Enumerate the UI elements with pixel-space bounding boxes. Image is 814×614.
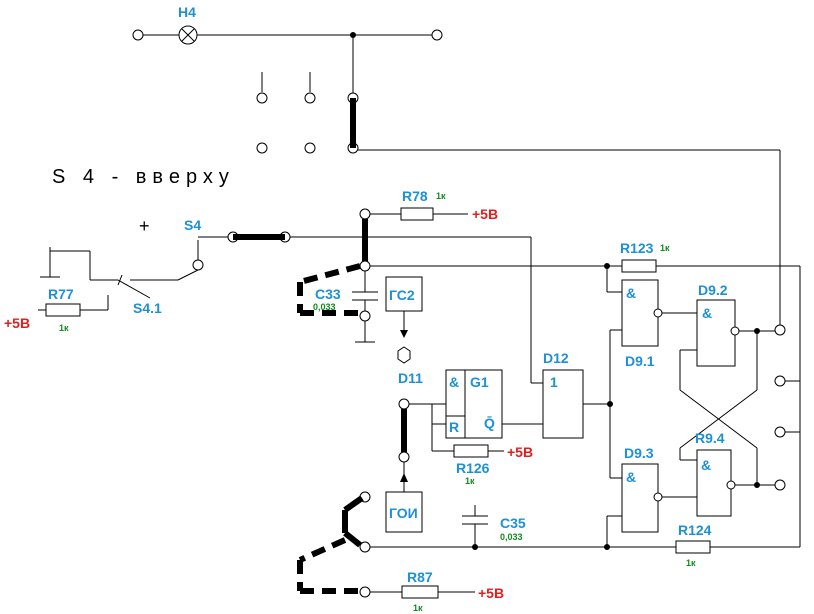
r77-label: R77 [48, 286, 74, 302]
s4-label: S4 [184, 217, 201, 233]
s41-label: S4.1 [133, 300, 162, 316]
goi-label: ГОИ [389, 505, 418, 521]
terminal [431, 29, 443, 41]
r77-value: 1к [59, 323, 69, 333]
r124-resistor: R124 1к [675, 522, 800, 568]
r78-resistor: R78 1к +5В [359, 188, 498, 222]
r78-value: 1к [436, 191, 446, 201]
s41-switch: S4.1 [40, 247, 199, 316]
switch-contacts [256, 72, 781, 325]
lower-jumper [297, 495, 371, 598]
goi-generator: ГОИ [385, 462, 423, 533]
gs2-label: ГС2 [389, 287, 415, 303]
d92-label: D9.2 [698, 282, 728, 298]
h4-label: H4 [178, 4, 196, 20]
r78-power: +5В [472, 206, 498, 222]
c33-capacitor: C33 0,033 [297, 219, 800, 343]
c35-value: 0,033 [500, 532, 523, 542]
r78-label: R78 [402, 188, 428, 204]
plus-sign: + [139, 216, 150, 236]
d11-trigger: D11 & G1 R Q̄ +5В R126 1к [398, 369, 543, 486]
r124-label: R124 [678, 522, 712, 538]
r94-label: R9.4 [695, 430, 725, 446]
r126-label: R126 [456, 460, 490, 476]
r87-power: +5В [478, 585, 504, 601]
d91-gate: & D9.1 [609, 279, 697, 478]
r126-power: +5В [507, 444, 533, 460]
lamp-icon [178, 25, 198, 45]
d12-gate: D12 1 [531, 350, 613, 439]
gs2-generator: ГС2 [385, 276, 423, 364]
c35-label: C35 [500, 515, 526, 531]
d92-gate: D9.2 & [679, 282, 786, 390]
r94-gate: R9.4 & [680, 430, 786, 517]
r87-resistor: R87 1к +5В [370, 569, 504, 613]
r123-label: R123 [620, 240, 654, 256]
r77-power: +5В [4, 315, 30, 331]
right-terminals [774, 375, 800, 438]
g1-label: G1 [470, 374, 489, 390]
d11-label: D11 [398, 370, 423, 386]
lamp-h4-circuit: H4 [132, 4, 443, 95]
r87-value: 1к [413, 603, 423, 613]
cross-coupling [679, 331, 758, 460]
d12-label: D12 [543, 350, 569, 366]
note-text: S 4 - вверху [52, 166, 235, 188]
d91-label: D9.1 [625, 353, 655, 369]
d12-one: 1 [550, 374, 558, 390]
r123-resistor: R123 1к [604, 240, 801, 547]
d11-r: R [449, 419, 459, 435]
r126-value: 1к [465, 476, 475, 486]
d11-and: & [449, 374, 459, 390]
r123-value: 1к [660, 243, 670, 253]
r124-value: 1к [686, 558, 696, 568]
c33-value: 0,033 [313, 302, 336, 312]
d11-q: Q̄ [484, 414, 495, 431]
d93-label: D9.3 [624, 445, 654, 461]
s4-switch: S4 [184, 217, 532, 383]
r87-label: R87 [407, 569, 433, 585]
r77-resistor: R77 1к +5В [4, 286, 109, 333]
d93-and: & [626, 469, 636, 485]
terminal [132, 29, 144, 41]
c33-label: C33 [315, 286, 341, 302]
d91-and: & [626, 285, 636, 301]
r94-and: & [701, 457, 711, 473]
d93-gate: D9.3 & [606, 445, 697, 547]
d92-and: & [702, 305, 712, 321]
